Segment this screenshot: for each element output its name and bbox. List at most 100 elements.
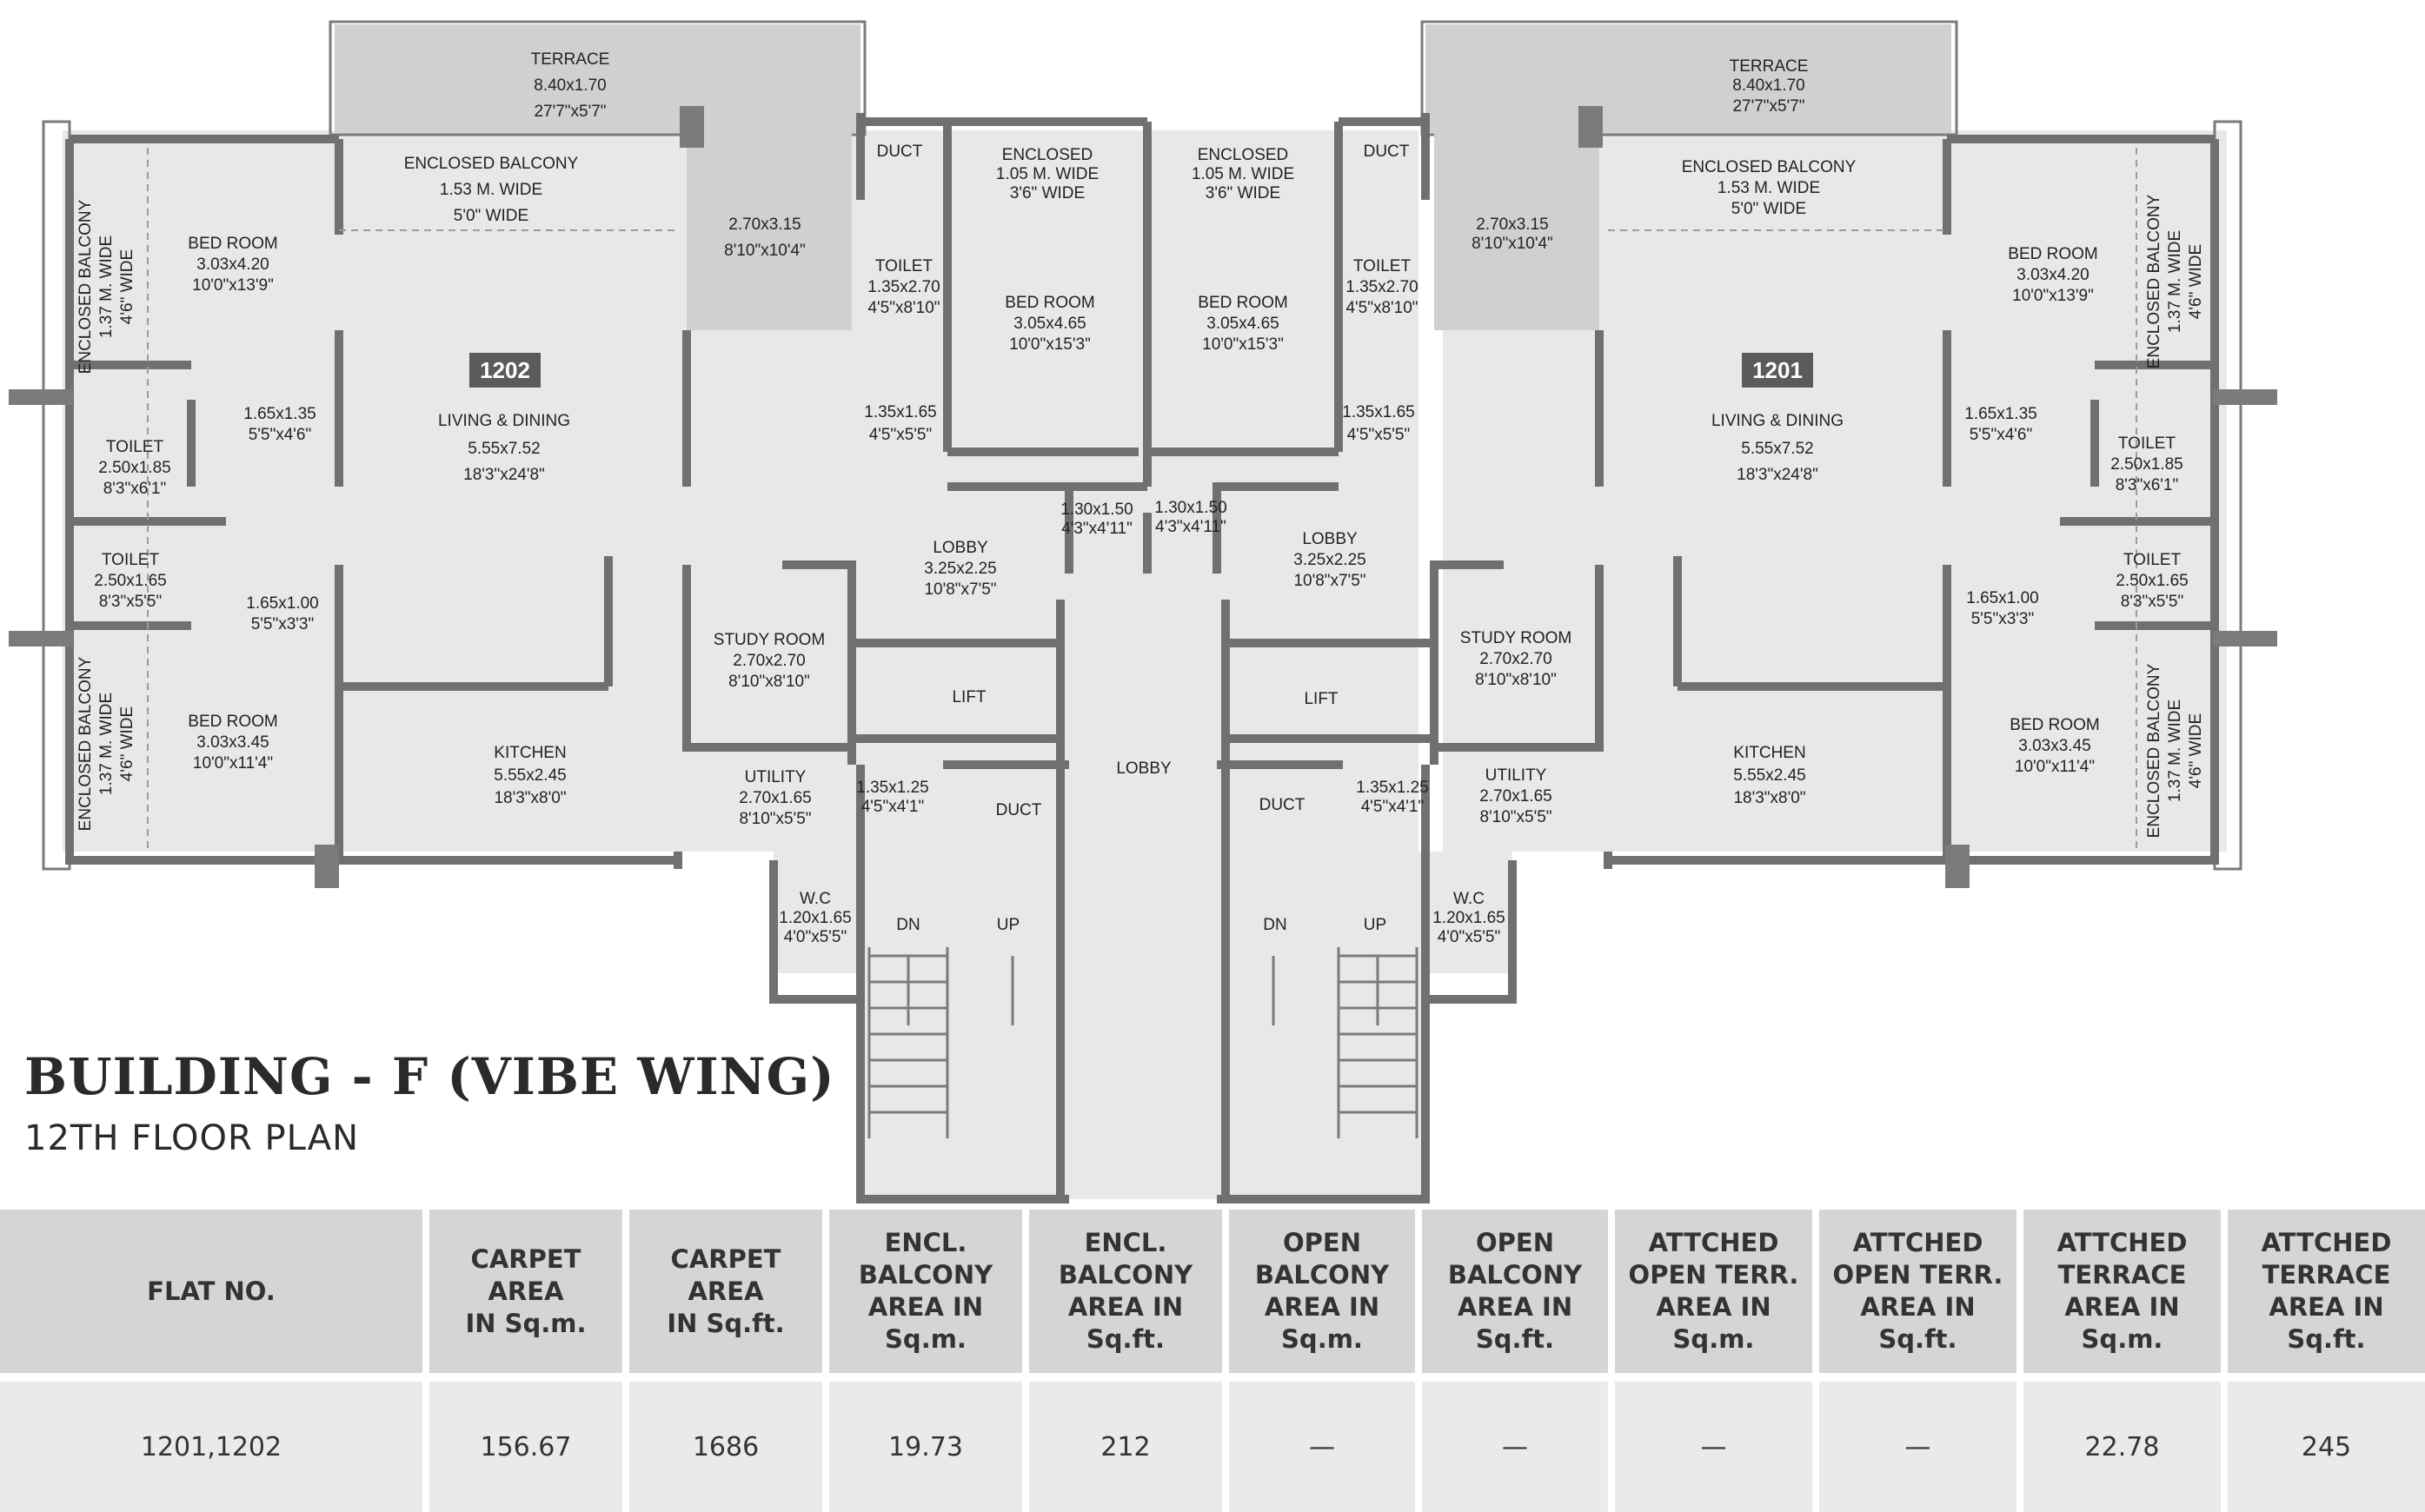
svg-text:8.40x1.70: 8.40x1.70 (534, 76, 606, 95)
svg-text:2.70x3.15: 2.70x3.15 (1476, 216, 1548, 234)
svg-text:DUCT: DUCT (1259, 796, 1306, 814)
svg-text:4'3"x4'11": 4'3"x4'11" (1061, 520, 1133, 538)
svg-text:4'0"x5'5": 4'0"x5'5" (784, 928, 847, 946)
terrace-right (1425, 24, 1951, 133)
svg-text:ENCLOSED BALCONY: ENCLOSED BALCONY (404, 155, 579, 173)
svg-text:ENCLOSED BALCONY: ENCLOSED BALCONY (76, 656, 95, 831)
svg-text:1.35x1.65: 1.35x1.65 (864, 403, 936, 421)
svg-text:4'6" WIDE: 4'6" WIDE (2187, 713, 2205, 788)
svg-text:DUCT: DUCT (877, 143, 923, 161)
svg-text:1.37 M. WIDE: 1.37 M. WIDE (2166, 230, 2184, 333)
svg-text:8'3"x6'1": 8'3"x6'1" (103, 480, 167, 498)
cell-open-terr-sqft: — (1819, 1373, 2023, 1512)
svg-text:1.30x1.50: 1.30x1.50 (1154, 499, 1226, 517)
svg-text:2.70x3.15: 2.70x3.15 (728, 216, 801, 234)
flat-badge-1201 (1742, 353, 1813, 388)
svg-text:10'0"x15'3": 10'0"x15'3" (1202, 335, 1284, 354)
svg-text:10'0"x13'9": 10'0"x13'9" (2012, 287, 2094, 305)
svg-text:LIVING & DINING: LIVING & DINING (438, 412, 570, 430)
svg-text:TOILET: TOILET (875, 257, 933, 275)
svg-text:UP: UP (1364, 916, 1386, 934)
table-row: 1201,1202 156.67 1686 19.73 212 — — — — … (0, 1373, 2425, 1512)
nook-right (1434, 130, 1599, 330)
building-title: BUILDING - F (VIBE WING) (24, 1047, 835, 1106)
svg-text:1.37 M. WIDE: 1.37 M. WIDE (2166, 700, 2184, 802)
svg-text:5.55x7.52: 5.55x7.52 (468, 440, 540, 458)
svg-text:1.65x1.00: 1.65x1.00 (1966, 589, 2038, 607)
svg-text:LIVING & DINING: LIVING & DINING (1711, 412, 1844, 430)
svg-text:3'6" WIDE: 3'6" WIDE (1010, 184, 1085, 202)
svg-text:TERRACE: TERRACE (531, 50, 610, 69)
svg-text:TOILET: TOILET (2123, 551, 2182, 569)
cell-terrace-sqm: 22.78 (2023, 1373, 2228, 1512)
svg-text:10'0"x11'4": 10'0"x11'4" (193, 754, 273, 773)
svg-text:1.65x1.35: 1.65x1.35 (1964, 405, 2036, 423)
svg-text:STUDY ROOM: STUDY ROOM (714, 631, 825, 649)
svg-text:2.70x2.70: 2.70x2.70 (733, 652, 805, 670)
svg-text:1.65x1.00: 1.65x1.00 (246, 594, 318, 613)
title-block: BUILDING - F (VIBE WING) 12TH FLOOR PLAN (24, 1047, 835, 1158)
svg-text:BED ROOM: BED ROOM (1005, 294, 1094, 312)
svg-text:DN: DN (896, 916, 920, 934)
svg-text:DN: DN (1263, 916, 1286, 934)
svg-text:LOBBY: LOBBY (1116, 759, 1172, 778)
svg-text:BED ROOM: BED ROOM (188, 235, 277, 253)
svg-text:8'10"x8'10": 8'10"x8'10" (1475, 671, 1557, 689)
svg-text:ENCLOSED BALCONY: ENCLOSED BALCONY (2145, 194, 2163, 368)
svg-text:LIFT: LIFT (1304, 690, 1338, 708)
svg-text:5.55x2.45: 5.55x2.45 (494, 766, 566, 785)
svg-text:18'3"x8'0": 18'3"x8'0" (1733, 789, 1805, 807)
svg-text:5'0" WIDE: 5'0" WIDE (1731, 200, 1806, 218)
svg-text:W.C: W.C (800, 890, 831, 908)
svg-text:10'0"x11'4": 10'0"x11'4" (2015, 758, 2095, 776)
cell-encl-balcony-sqft: 212 (1029, 1373, 1229, 1512)
svg-text:DUCT: DUCT (996, 801, 1042, 819)
svg-text:1202: 1202 (480, 357, 530, 383)
svg-text:18'3"x24'8": 18'3"x24'8" (463, 466, 545, 484)
svg-text:3.03x3.45: 3.03x3.45 (196, 733, 269, 752)
svg-text:BED ROOM: BED ROOM (2008, 245, 2097, 263)
walls (65, 113, 2219, 1204)
svg-text:TOILET: TOILET (2118, 434, 2176, 453)
svg-text:27'7"x5'7": 27'7"x5'7" (534, 103, 606, 121)
svg-text:1201: 1201 (1752, 357, 1803, 383)
cell-open-balcony-sqft: — (1422, 1373, 1615, 1512)
svg-text:1.35x1.65: 1.35x1.65 (1342, 403, 1414, 421)
svg-text:1.35x2.70: 1.35x2.70 (867, 278, 940, 296)
svg-text:ENCLOSED BALCONY: ENCLOSED BALCONY (76, 199, 95, 374)
svg-text:10'8"x7'5": 10'8"x7'5" (1293, 572, 1365, 590)
svg-text:8'10"x10'4": 8'10"x10'4" (724, 242, 806, 260)
svg-text:8.40x1.70: 8.40x1.70 (1732, 76, 1804, 95)
svg-text:5'0" WIDE: 5'0" WIDE (454, 207, 528, 225)
svg-text:10'0"x15'3": 10'0"x15'3" (1009, 335, 1091, 354)
svg-text:W.C: W.C (1453, 890, 1485, 908)
floor-subtitle: 12TH FLOOR PLAN (24, 1118, 360, 1158)
svg-text:LOBBY: LOBBY (933, 539, 988, 557)
svg-text:4'5"x8'10": 4'5"x8'10" (867, 299, 940, 317)
svg-text:1.53 M. WIDE: 1.53 M. WIDE (440, 181, 542, 199)
svg-text:2.50x1.65: 2.50x1.65 (2116, 572, 2188, 590)
svg-text:3.03x4.20: 3.03x4.20 (196, 255, 269, 274)
svg-text:4'5"x4'1": 4'5"x4'1" (1361, 798, 1425, 816)
svg-text:8'3"x6'1": 8'3"x6'1" (2116, 476, 2179, 494)
svg-text:2.50x1.85: 2.50x1.85 (98, 459, 170, 477)
svg-text:4'6" WIDE: 4'6" WIDE (2187, 244, 2205, 319)
svg-text:4'5"x8'10": 4'5"x8'10" (1345, 299, 1418, 317)
svg-text:DUCT: DUCT (1364, 143, 1410, 161)
nook-left (687, 130, 852, 330)
stairs (867, 947, 1418, 1138)
svg-text:3.03x4.20: 3.03x4.20 (2016, 266, 2089, 284)
svg-text:5'5"x4'6": 5'5"x4'6" (249, 426, 312, 444)
svg-text:5'5"x4'6": 5'5"x4'6" (1970, 426, 2033, 444)
svg-text:LIFT: LIFT (952, 688, 986, 706)
svg-text:1.65x1.35: 1.65x1.35 (243, 405, 316, 423)
svg-text:1.53 M. WIDE: 1.53 M. WIDE (1717, 179, 1820, 197)
